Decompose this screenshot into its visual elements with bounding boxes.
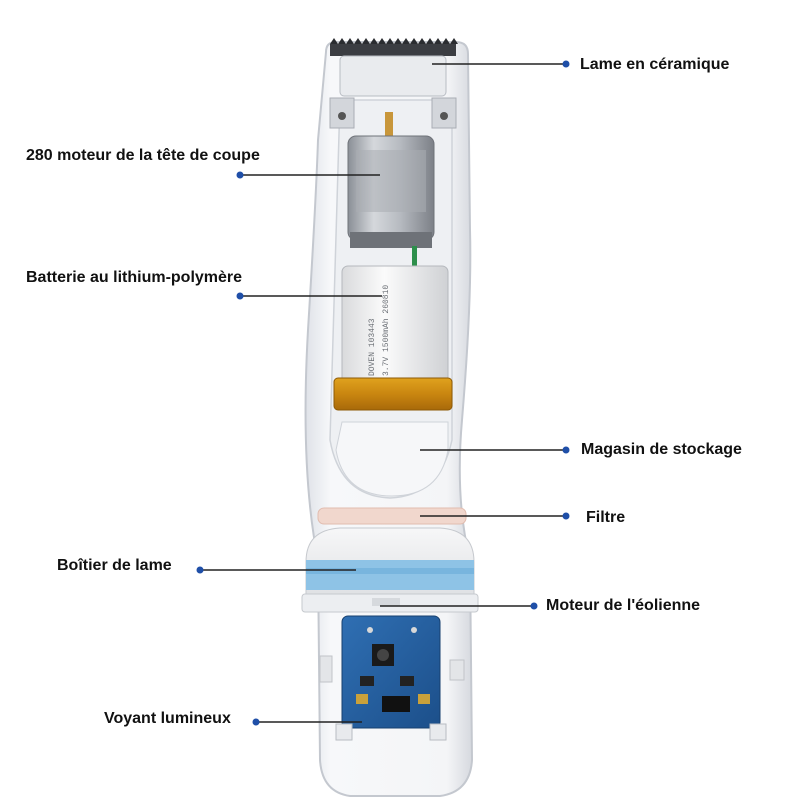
label-lipo-battery: Batterie au lithium-polymère [26,269,243,286]
label-dots [196,60,570,726]
dot-motor-280 [236,171,244,179]
label-fan-motor: Moteur de l'éolienne [546,597,701,614]
battery-print-line-1: DOVEN 103443 [368,318,377,376]
dot-indicator [252,718,260,726]
battery-print-line-2: 3.7V 1500mAh 260810 [382,285,391,376]
label-blade-housing: Boîtier de lame [57,557,172,574]
dot-filter [562,512,570,520]
fan-housing [301,527,479,613]
dot-fan-motor [530,602,538,610]
dot-storage [562,446,570,454]
ceramic-blade [329,38,458,129]
storage-compartment [335,421,449,497]
dot-battery [236,292,244,300]
dot-blade [562,60,570,68]
leader-lines [200,63,566,723]
label-cutting-head-motor: 280 moteur de la tête de coupe [26,147,260,164]
cutting-head-motor [347,112,435,268]
lipo-battery: DOVEN 103443 3.7V 1500mAh 260810 [333,265,453,411]
circuit-board [319,615,465,741]
dot-blade-housing [196,566,204,574]
label-ceramic-blade: Lame en céramique [580,56,730,73]
label-filter: Filtre [586,509,626,526]
label-storage-compartment: Magasin de stockage [581,441,742,458]
label-indicator-light: Voyant lumineux [104,710,231,727]
